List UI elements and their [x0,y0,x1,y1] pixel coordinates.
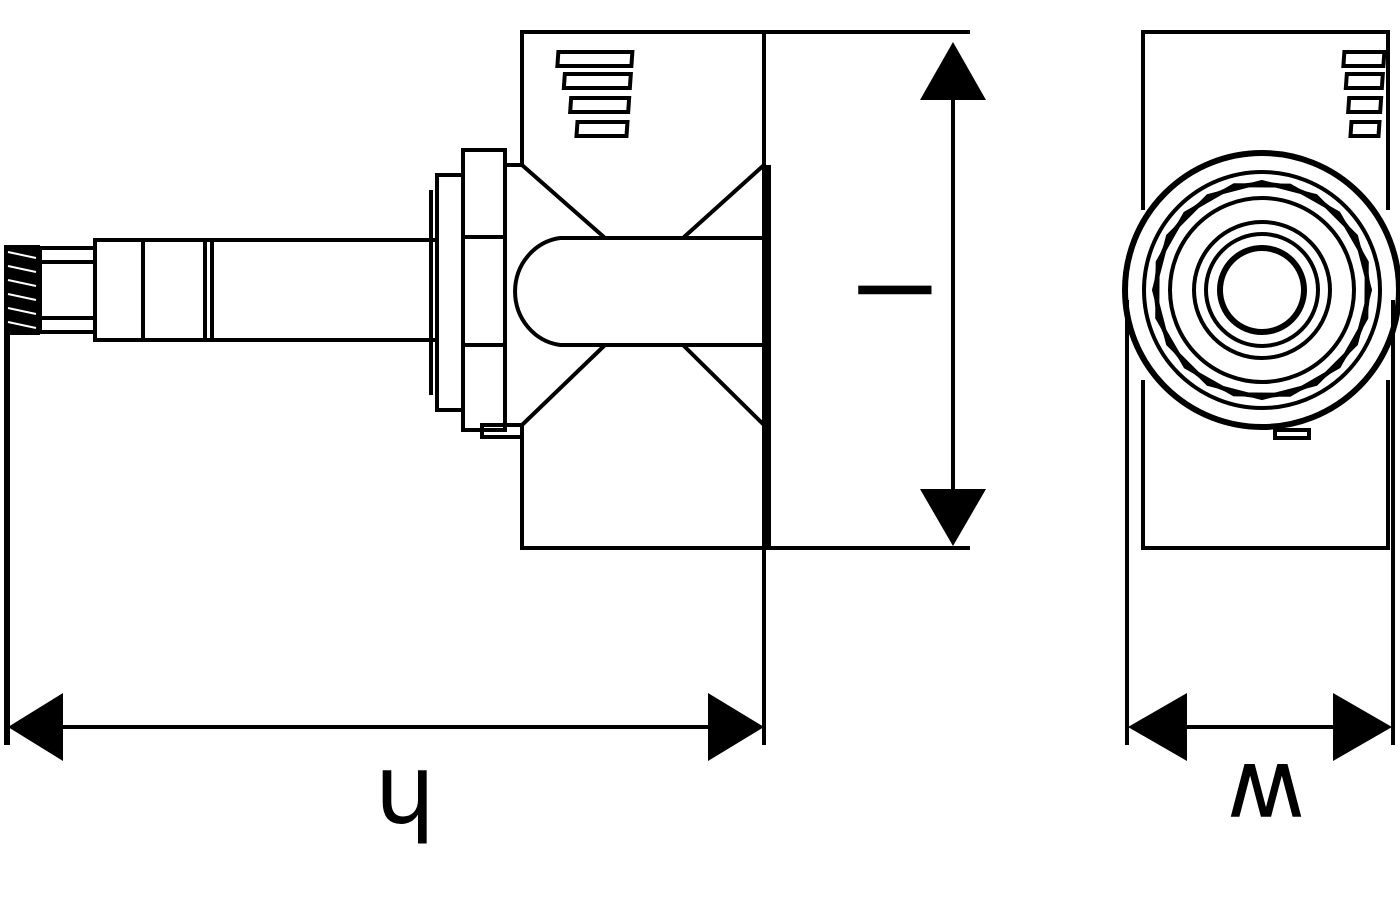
dimension-width-label: w [1227,741,1306,853]
dimension-length-label: h [375,747,436,859]
side-view-threaded-tip [4,245,40,335]
side-view-bore [513,236,764,347]
front-view-body [1141,30,1390,550]
dimension-width: w [1125,300,1395,853]
front-view-fitting-rings [1122,150,1400,430]
side-view-thread-marks [555,50,635,138]
side-view-pipe [38,238,437,342]
dimension-height: l [835,42,986,546]
front-view: w [1122,30,1400,853]
front-view-thread-marks [1341,50,1387,138]
side-view-nut [429,148,524,439]
side-view: h l [4,30,986,859]
side-view-body-contours [520,163,766,427]
side-view-body [520,30,970,745]
dimension-height-label: l [835,277,947,304]
dimension-length: h [4,335,764,859]
